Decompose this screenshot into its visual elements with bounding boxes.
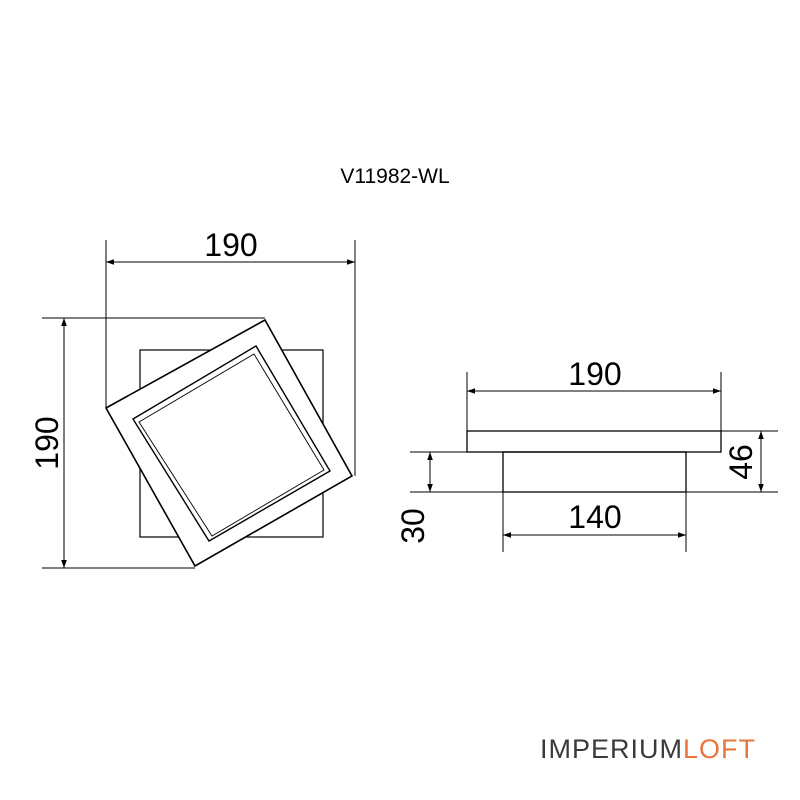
side-base-height-label: 30 (395, 508, 431, 544)
rotated-frame-lens (138, 353, 325, 537)
front-height-label: 190 (29, 416, 65, 469)
brand-part2: LOFT (683, 734, 757, 764)
brand-part1: IMPERIUM (540, 734, 683, 764)
model-title: V11982-WL (340, 165, 449, 188)
rotated-frame-inner (132, 345, 331, 542)
side-bottom-width-label: 140 (568, 499, 621, 535)
side-base-body (502, 451, 687, 493)
side-top-plate (466, 430, 722, 453)
side-top-width-dimension (466, 372, 722, 431)
front-width-dimension (105, 240, 356, 476)
side-bottom-width-dimension (502, 492, 687, 552)
side-top-width-label: 190 (568, 356, 621, 392)
side-view (466, 430, 722, 493)
side-total-height-label: 46 (723, 444, 759, 480)
front-height-dimension (42, 317, 265, 569)
side-base-height-dimension (410, 451, 503, 493)
front-view (104, 318, 354, 568)
front-width-label: 190 (204, 227, 257, 263)
brand-logo: IMPERIUMLOFT (540, 734, 756, 765)
side-total-height-dimension (686, 430, 778, 493)
